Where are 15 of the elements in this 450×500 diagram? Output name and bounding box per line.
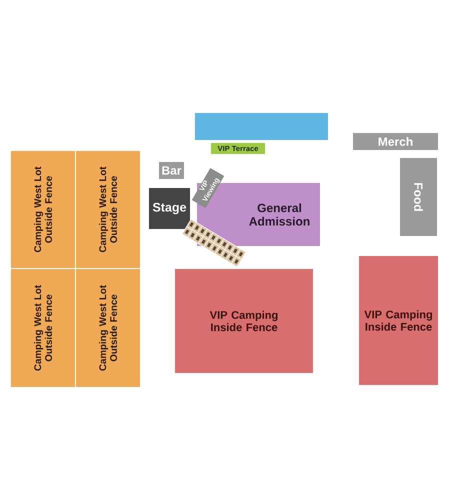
building-block (195, 113, 328, 140)
area-block: Bar (159, 162, 184, 179)
node-label: Camping West Lot Outside Fence (34, 285, 52, 371)
camping-block: Camping West Lot Outside Fence (76, 269, 140, 387)
node-label: Camping West Lot Outside Fence (99, 166, 117, 252)
camping-block: Camping West Lot Outside Fence (11, 269, 75, 387)
camping-block: Camping West Lot Outside Fence (76, 151, 140, 268)
area-block: Merch (353, 133, 438, 150)
node-label: Camping West Lot Outside Fence (99, 285, 117, 371)
area-block: Food (400, 158, 437, 236)
stage-block: Stage (149, 188, 190, 229)
camping-block: Camping West Lot Outside Fence (11, 151, 75, 268)
camping-block: VIP Camping Inside Fence (175, 269, 313, 373)
node-label: Camping West Lot Outside Fence (34, 166, 52, 252)
camping-block: VIP Camping Inside Fence (359, 256, 438, 385)
